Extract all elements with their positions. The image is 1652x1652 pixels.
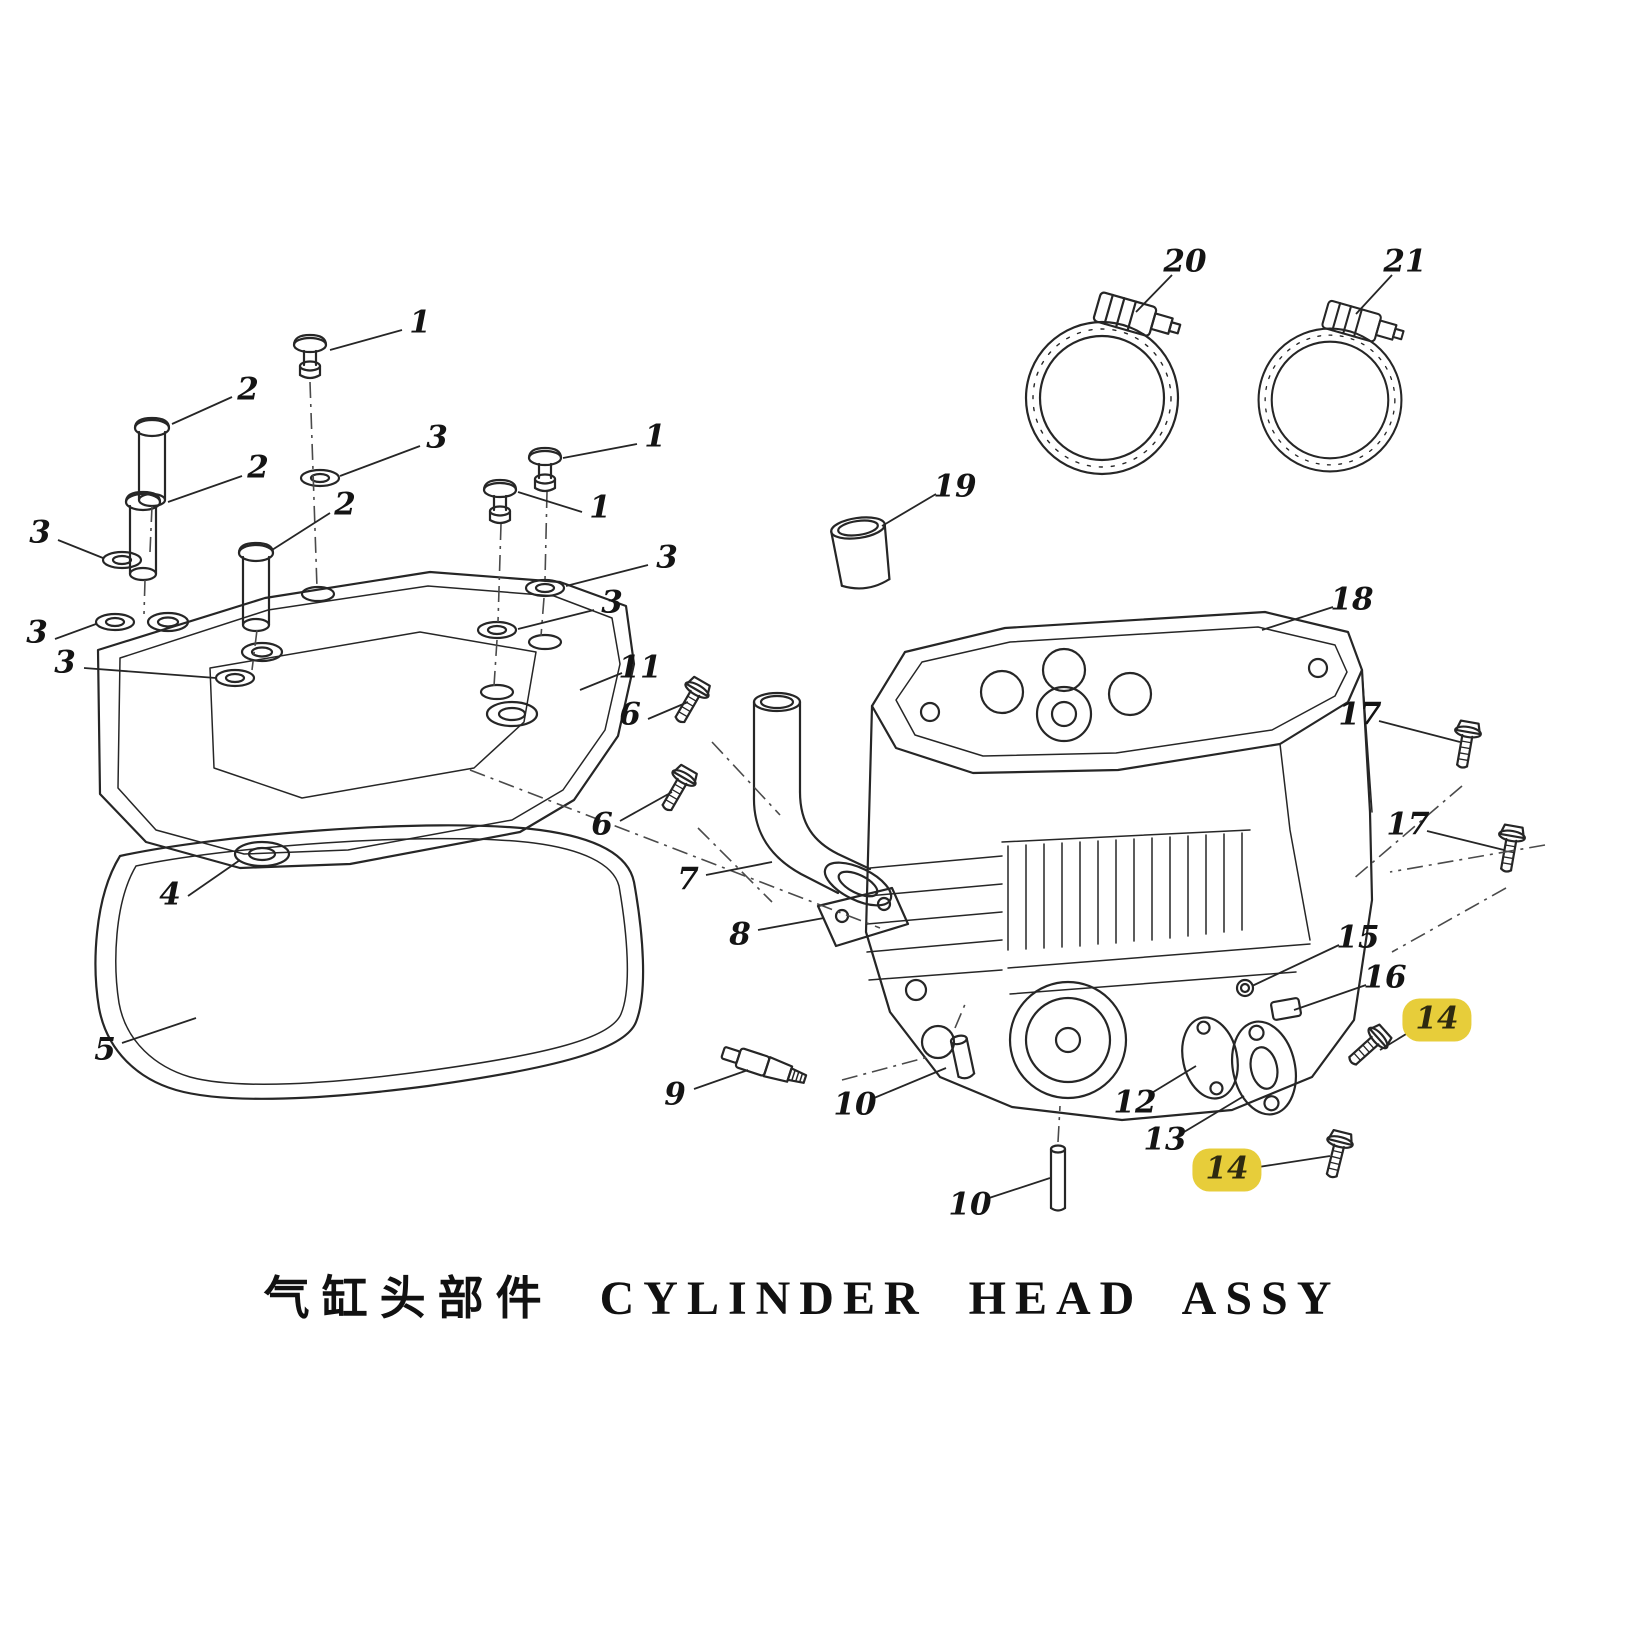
callout-1: 1 [644,418,666,455]
callout-14-highlighted: 14 [1402,998,1472,1042]
callout-7: 7 [677,861,699,898]
valve-cover [96,570,636,870]
callout-3: 3 [26,614,48,651]
washer-3c [524,578,566,598]
bolt-6a [666,673,715,729]
bolt-1a [292,333,328,380]
callout-14-highlighted: 14 [1192,1148,1262,1192]
exhaust-flange-group [1181,1016,1297,1116]
callout-3: 3 [54,644,76,681]
callout-17: 17 [1386,806,1430,843]
callout-6: 6 [591,806,613,843]
bolt-14b [1317,1128,1357,1182]
diagram-title: 气缸头部件 CYLINDER HEAD ASSY [264,1262,1341,1328]
callout-6: 6 [619,696,641,733]
bracket-8 [816,886,910,948]
callout-1: 1 [409,304,431,341]
intake-elbow [752,691,893,907]
callout-3: 3 [426,419,448,456]
washer-3e [94,612,136,632]
washer-3f [214,668,256,688]
washer-3b [101,550,143,570]
bolt-6b [653,761,702,817]
callout-3: 3 [29,514,51,551]
callout-15: 15 [1336,919,1380,956]
callout-18: 18 [1330,581,1374,618]
hose-clamp-20 [1024,290,1185,476]
callout-19: 19 [933,468,977,505]
stud-10a [949,1034,976,1080]
washer-3d [476,620,518,640]
callout-4: 4 [159,876,181,913]
cylinder-head [864,610,1374,1122]
dowel-pin-10b [1049,1144,1067,1212]
callout-16: 16 [1363,959,1407,996]
cover-fasteners [94,333,566,688]
leader-lines [54,274,1505,1199]
callout-11: 11 [618,649,662,686]
cover-seal-4 [233,840,291,868]
callout-21: 21 [1383,243,1427,280]
exhaust-plate-13 [1231,1020,1297,1116]
callout-10: 10 [833,1086,877,1123]
cover-gasket [94,824,645,1100]
callout-10: 10 [948,1186,992,1223]
exhaust-gasket-12 [1181,1016,1239,1100]
callout-2: 2 [237,371,259,408]
bolt-17a [1447,718,1484,771]
bolt-1b [527,446,563,493]
title-chinese: 气缸头部件 [263,1271,554,1325]
callout-13: 13 [1143,1121,1187,1158]
callout-2: 2 [334,486,356,523]
callout-1: 1 [589,489,611,526]
callout-3: 3 [601,584,623,621]
callout-5: 5 [94,1031,116,1068]
callout-2: 2 [247,449,269,486]
title-english: CYLINDER HEAD ASSY [599,1272,1341,1325]
flange-bolts [653,673,1528,1182]
callout-8: 8 [729,916,751,953]
bolt-1c [482,478,518,525]
washer-3a [299,468,341,488]
callout-12: 12 [1113,1084,1157,1121]
callout-9: 9 [664,1076,686,1113]
sleeve-19 [830,516,891,590]
hose-clamp-21 [1257,299,1408,473]
assembly-axes [143,381,1546,1143]
callout-3: 3 [656,539,678,576]
callout-17: 17 [1338,696,1382,733]
bracket-16 [1270,997,1302,1021]
callout-20: 20 [1163,243,1207,280]
stud-15 [1235,978,1255,998]
temp-sensor-9 [720,1046,808,1084]
